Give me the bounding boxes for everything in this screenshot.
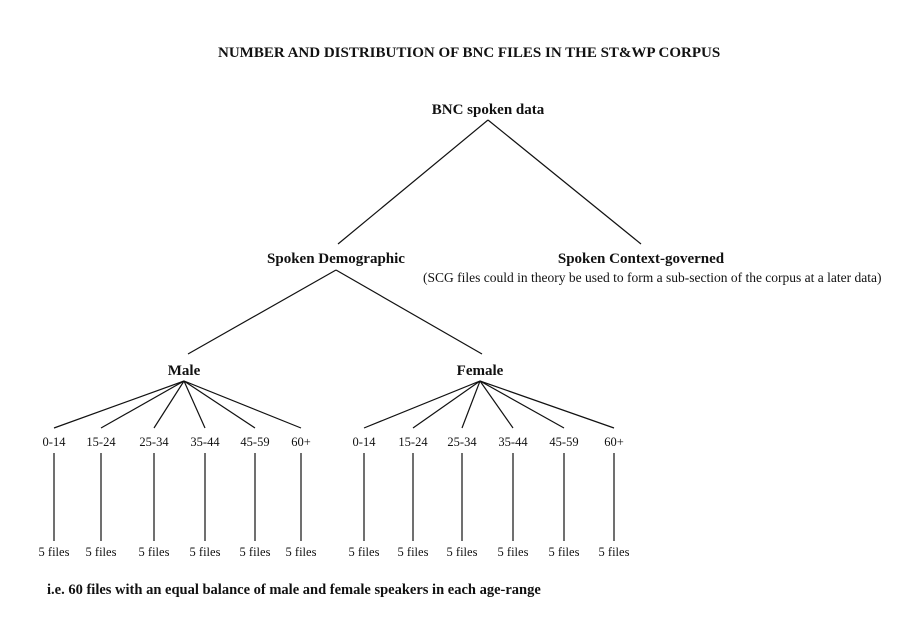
male-file-count: 5 files (38, 545, 70, 559)
scg-note: (SCG files could in theory be used to fo… (423, 270, 882, 285)
connector-male-age (183, 380, 206, 429)
female-file-count: 5 files (348, 545, 380, 559)
footer-summary: i.e. 60 files with an equal balance of m… (47, 582, 541, 598)
male-age-range-label: 0-14 (42, 435, 66, 449)
connector-demographic-female (335, 269, 483, 355)
male-age-range-label: 35-44 (190, 435, 220, 449)
male-age-range-label: 15-24 (86, 435, 116, 449)
male-file-count: 5 files (138, 545, 170, 559)
male-age-range-label: 45-59 (240, 435, 270, 449)
male-node: Male (167, 363, 201, 379)
male-file-count: 5 files (285, 545, 317, 559)
connector-root-context (487, 119, 642, 245)
root-node: BNC spoken data (431, 102, 545, 118)
connector-demographic-male (187, 269, 337, 355)
spoken-demographic-node: Spoken Demographic (267, 251, 405, 267)
connector-female-age (479, 380, 615, 429)
female-age-range-label: 15-24 (398, 435, 428, 449)
connector-male-age (153, 380, 185, 429)
diagram-title: NUMBER AND DISTRIBUTION OF BNC FILES IN … (218, 45, 721, 61)
connector-male-age (53, 380, 185, 429)
connector-female-age (479, 380, 565, 429)
spoken-context-governed-node: Spoken Context-governed (557, 251, 725, 267)
connector-female-age (479, 380, 514, 429)
female-file-count: 5 files (548, 545, 580, 559)
female-age-range-label: 0-14 (352, 435, 376, 449)
female-file-count: 5 files (446, 545, 478, 559)
male-age-range-label: 60+ (291, 435, 311, 449)
connector-male-age (100, 380, 185, 429)
connector-male-age (183, 380, 256, 429)
female-age-range-label: 25-34 (447, 435, 477, 449)
male-file-count: 5 files (189, 545, 221, 559)
female-file-count: 5 files (598, 545, 630, 559)
male-file-count: 5 files (239, 545, 271, 559)
female-file-count: 5 files (397, 545, 429, 559)
connector-female-age (412, 380, 481, 429)
connector-root-demographic (337, 119, 489, 245)
female-node: Female (456, 363, 504, 379)
connector-male-age (183, 380, 302, 429)
female-file-count: 5 files (497, 545, 529, 559)
female-age-range-label: 45-59 (549, 435, 579, 449)
female-age-range-label: 60+ (604, 435, 624, 449)
male-age-range-label: 25-34 (139, 435, 169, 449)
male-file-count: 5 files (85, 545, 117, 559)
connector-female-age (461, 380, 481, 429)
connector-female-age (363, 380, 481, 429)
female-age-range-label: 35-44 (498, 435, 528, 449)
